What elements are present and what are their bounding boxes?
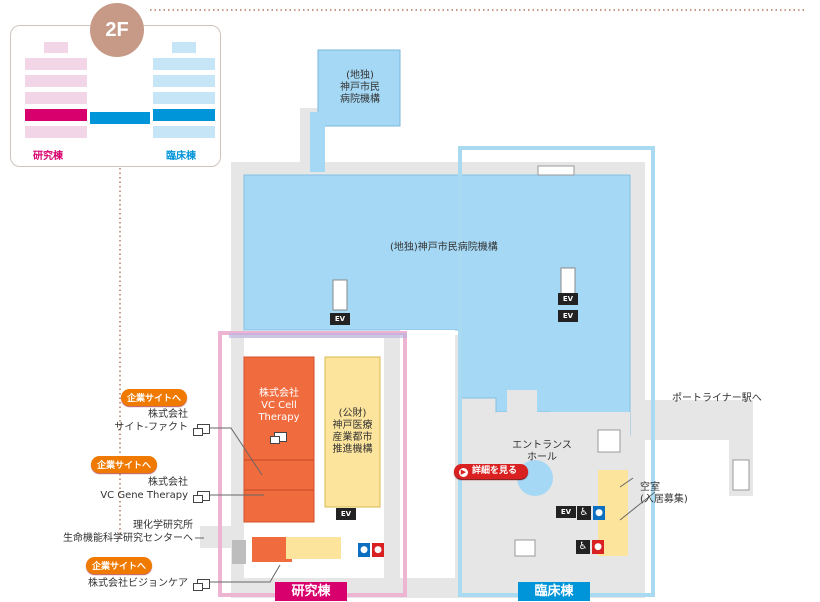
legend-research-bars <box>25 42 87 138</box>
company-name[interactable]: 株式会社ビジョンケア <box>88 578 188 589</box>
elevator-icon: EV <box>336 508 356 520</box>
courtyard <box>400 330 455 578</box>
hospital-main-label: (地独)神戸市民病院機構 <box>390 242 498 253</box>
hospital-top-label: (地独)神戸市民病院機構 <box>340 70 380 105</box>
legend-clinical-bars <box>153 42 215 138</box>
external-link-icon[interactable] <box>193 424 210 436</box>
stair-icon <box>514 539 536 557</box>
elevator-icon: EV <box>330 313 350 325</box>
hospital-area <box>243 49 631 436</box>
elevator-shaft-icon <box>332 279 348 311</box>
vacancy-label: 空室(入居募集) <box>640 482 688 505</box>
vision-care-room <box>252 537 292 562</box>
stair-icon <box>597 429 621 453</box>
yellow-room <box>286 537 341 559</box>
company-site-badge[interactable]: 企業サイトへ <box>86 557 153 574</box>
wheelchair-icon: ♿ <box>576 540 590 554</box>
entrance-hall-label: エントランスホール <box>512 440 572 463</box>
restroom-female-icon: ● <box>372 543 384 557</box>
play-icon: ▶ <box>459 468 468 477</box>
detail-button[interactable]: ▶詳細を見る <box>454 464 528 479</box>
stair-icon <box>732 459 750 491</box>
elevator-icon: EV <box>558 293 578 305</box>
foundation-room <box>324 356 381 508</box>
port-liner-label: ポートライナー駅へ <box>672 393 762 404</box>
company-name[interactable]: 株式会社サイト-ファクト <box>114 409 188 433</box>
hall-notch <box>507 390 537 412</box>
elevator-shaft-icon <box>560 267 576 295</box>
company-site-badge[interactable]: 企業サイトへ <box>91 456 158 473</box>
leader-lines <box>195 427 656 583</box>
external-link-icon[interactable] <box>193 579 210 591</box>
elevator-icon: EV <box>558 310 578 322</box>
floor-badge: 2F <box>90 3 144 57</box>
restroom-male-icon: ● <box>593 506 605 520</box>
wheelchair-icon: ♿ <box>577 506 591 520</box>
floor-legend-card: 研究棟 臨床棟 <box>10 25 221 167</box>
research-building-tag: 研究棟 <box>275 582 347 601</box>
legend-middle-bar <box>90 112 150 124</box>
foundation-label: (公財)神戸医療産業都市推進機構 <box>332 408 373 455</box>
restroom-male-icon: ● <box>358 543 370 557</box>
external-link-icon[interactable] <box>193 491 210 503</box>
legend-research-label: 研究棟 <box>33 151 63 162</box>
restroom-female-icon: ● <box>592 540 604 554</box>
legend-clinical-label: 臨床棟 <box>166 151 196 162</box>
clinical-building-tag: 臨床棟 <box>518 582 590 601</box>
riken-label: 理化学研究所生命機能科学研究センターへ <box>63 520 193 544</box>
stair <box>232 540 246 564</box>
elevator-icon: EV <box>556 506 576 518</box>
external-link-icon[interactable] <box>270 432 287 444</box>
company-site-badge[interactable]: 企業サイトへ <box>121 389 188 406</box>
research-frame-top <box>229 333 407 338</box>
